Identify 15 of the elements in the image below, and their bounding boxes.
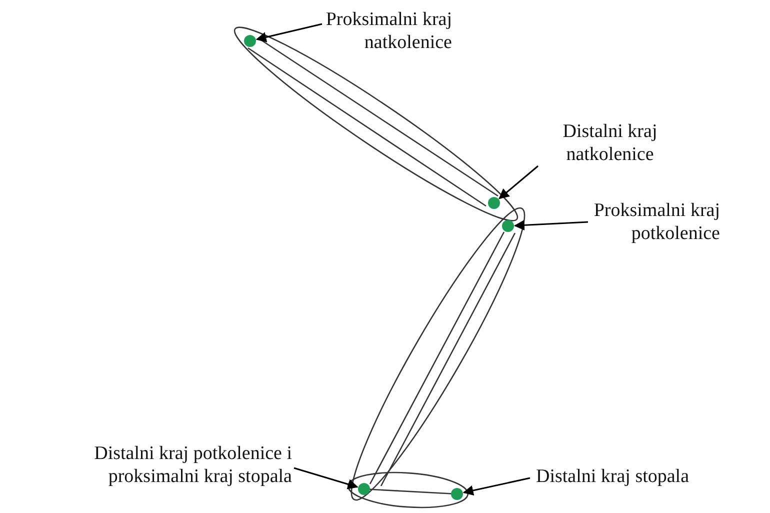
callout-label: Proksimalni kraj natkolenice xyxy=(312,8,452,54)
marker-dot xyxy=(451,488,463,500)
marker-dot xyxy=(488,197,500,209)
leader-arrow xyxy=(514,220,588,230)
marker-dot xyxy=(502,220,514,232)
leader-arrow xyxy=(256,23,322,42)
marker-dot xyxy=(358,483,370,495)
callout-label: Distalni kraj natkolenice xyxy=(545,120,675,166)
callout-label: Distalni kraj stopala xyxy=(536,465,726,488)
leader-arrow xyxy=(294,467,358,490)
leader-arrow xyxy=(498,165,538,200)
callout-label: Proksimalni kraj potkolenice xyxy=(580,199,720,245)
leader-arrow xyxy=(462,477,530,496)
marker-dot xyxy=(244,35,256,47)
callout-label: Distalni kraj potkolenice i proksimalni kraj stopala xyxy=(10,442,292,488)
